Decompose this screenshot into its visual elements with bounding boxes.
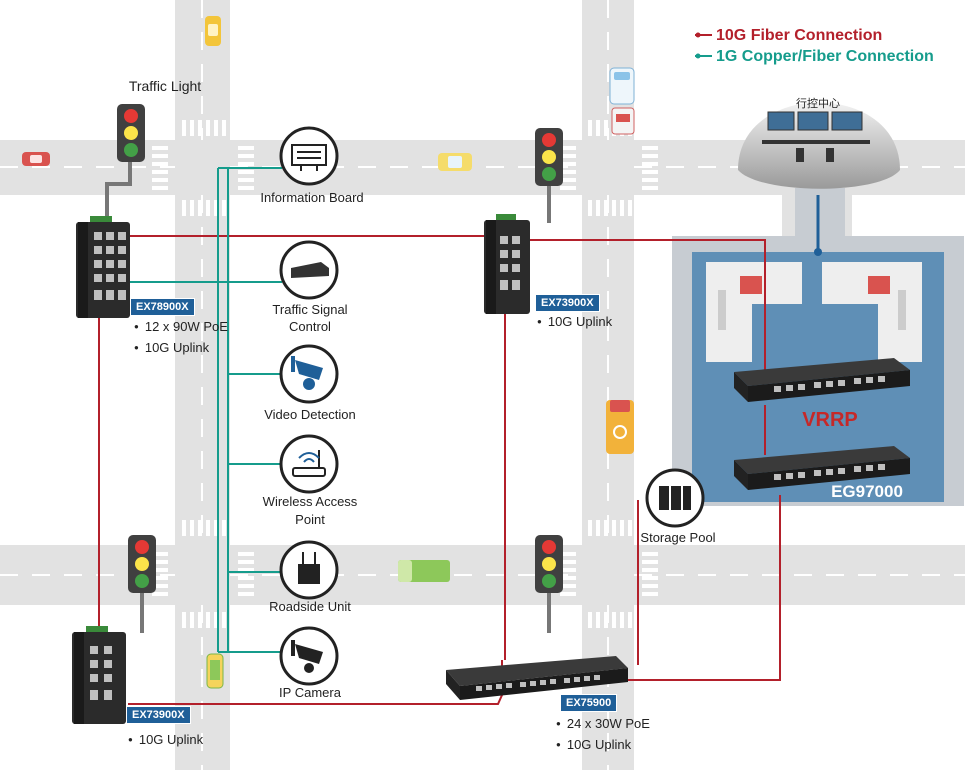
storage-pool-icon <box>645 468 705 528</box>
ex78900x-features: 12 x 90W PoE 10G Uplink <box>134 317 228 359</box>
feature-item: 10G Uplink <box>537 312 612 333</box>
ex75900-features: 24 x 30W PoE 10G Uplink <box>556 714 650 756</box>
vehicles <box>22 16 635 689</box>
car-yellow <box>438 153 472 171</box>
vrrp-label: VRRP <box>802 409 858 431</box>
wireless-access-point-icon <box>279 434 339 494</box>
ex75900-tag: EX75900 <box>560 694 618 712</box>
van-white <box>609 67 635 105</box>
feature-item: 10G Uplink <box>556 735 650 756</box>
traffic-light-icon <box>535 535 563 633</box>
traffic-light-icon <box>535 128 563 223</box>
fiber-links <box>98 235 781 705</box>
eg97000-switch-icon-bottom <box>734 446 910 490</box>
legend-swatches <box>695 32 712 59</box>
legend-copper-label: 1G Copper/Fiber Connection <box>716 48 934 65</box>
ex78900x-switch-icon <box>76 216 130 318</box>
feature-item: 10G Uplink <box>134 338 228 359</box>
ip-camera-icon <box>279 626 339 686</box>
traffic-signal-control-label-2: Control <box>289 319 331 334</box>
traffic-signal-control-icon <box>279 240 339 300</box>
video-detection-icon <box>279 344 339 404</box>
ex73900x-bottom-tag: EX73900X <box>126 706 191 724</box>
roadside-unit-label: Roadside Unit <box>269 599 351 614</box>
truck-orange <box>606 400 634 454</box>
truck-green <box>398 560 450 582</box>
traffic-light-icon <box>128 535 156 633</box>
ex73900x-top-features: 10G Uplink <box>537 312 612 333</box>
feature-item: 24 x 30W PoE <box>556 714 650 735</box>
device-icons <box>279 126 705 686</box>
ex75900-switch-icon <box>446 656 628 700</box>
wireless-ap-label-1: Wireless Access <box>262 494 358 509</box>
taxi-top <box>205 16 221 46</box>
ex73900x-top-tag: EX73900X <box>535 294 600 312</box>
eg97000-label: EG97000 <box>831 482 903 501</box>
car-red <box>22 152 50 166</box>
feature-item: 12 x 90W PoE <box>134 317 228 338</box>
ex78900x-tag: EX78900X <box>130 298 195 316</box>
control-center-label: 行控中心 <box>796 98 840 110</box>
traffic-signal-control-label-1: Traffic Signal <box>272 302 348 317</box>
legend-fiber-label: 10G Fiber Connection <box>716 27 883 44</box>
crosswalks <box>152 120 658 628</box>
traffic-light-label: Traffic Light <box>128 78 202 94</box>
storage-pool-label: Storage Pool <box>640 530 716 545</box>
control-center <box>738 102 900 256</box>
feature-item: 10G Uplink <box>128 730 203 751</box>
wireless-ap-label-2: Point <box>295 512 325 527</box>
video-detection-label: Video Detection <box>264 407 356 422</box>
roadside-unit-icon <box>279 540 339 600</box>
ip-camera-label: IP Camera <box>279 685 341 700</box>
copper-links <box>128 167 282 653</box>
information-board-label: Information Board <box>260 190 364 205</box>
ex73900x-switch-icon-bottom <box>72 626 126 724</box>
switch-hardware <box>72 214 910 724</box>
information-board-icon <box>279 126 339 186</box>
traffic-lights <box>105 104 563 633</box>
ex73900x-switch-icon-top <box>484 214 530 314</box>
eg97000-switch-icon-top <box>734 358 910 402</box>
bus-small <box>206 653 224 689</box>
bus-parked <box>611 107 635 135</box>
ex73900x-bottom-features: 10G Uplink <box>128 730 203 751</box>
